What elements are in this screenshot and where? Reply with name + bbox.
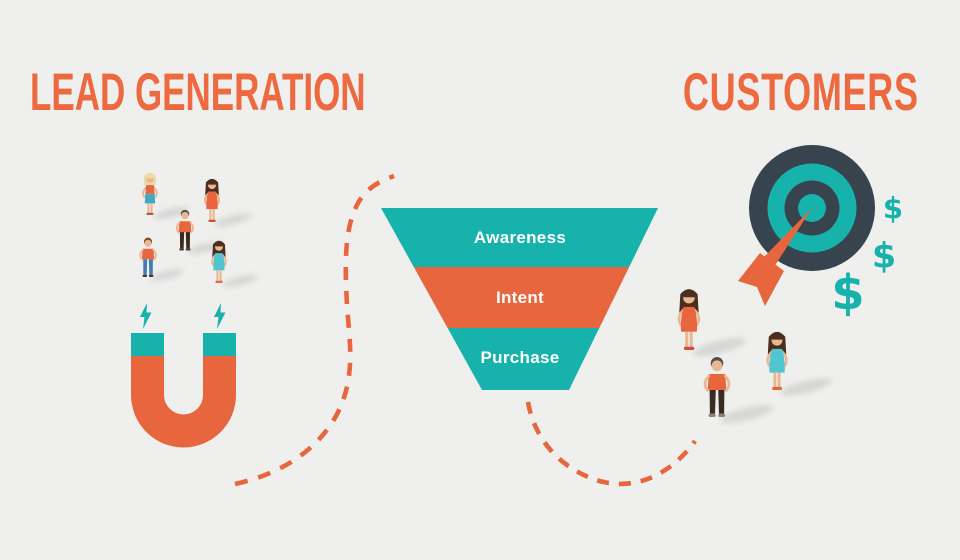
- person-shadow: [720, 405, 774, 423]
- person-shadow: [222, 275, 258, 287]
- dollar-icon-medium: $: [871, 236, 897, 277]
- lead-person-woman-teal-dress: [211, 239, 227, 284]
- person-shadow: [153, 207, 189, 219]
- lead-generation-title: LEAD GENERATION: [30, 63, 366, 122]
- customer-person-man-dark-pants: [703, 355, 731, 419]
- magnet-tip-right: [203, 333, 236, 356]
- dashed-flow-line-left: [234, 173, 395, 487]
- dollar-icon-large: $: [831, 265, 865, 321]
- funnel-label-awareness: Awareness: [473, 228, 567, 247]
- lightning-icon-left: [140, 303, 152, 329]
- person-shadow: [692, 338, 746, 356]
- dollar-icon-small: $: [882, 191, 904, 226]
- person-shadow: [150, 269, 184, 281]
- funnel-label-intent: Intent: [495, 288, 545, 307]
- funnel-icon: [381, 208, 658, 390]
- customer-person-woman-teal-dress: [766, 330, 788, 392]
- magnet-icon: [131, 303, 236, 448]
- person-shadow: [780, 378, 832, 396]
- funnel-stage-purchase: [447, 328, 600, 390]
- target-icon: [738, 145, 875, 306]
- funnel-stage-awareness: [381, 208, 658, 267]
- people-shadows: [150, 207, 832, 423]
- customer-person-woman-orange-dress: [677, 287, 701, 352]
- lead-person-woman-orange-dress: [204, 177, 220, 223]
- dart-fletching: [738, 253, 784, 306]
- customers-title: CUSTOMERS: [683, 63, 919, 122]
- magnet-tip-left: [131, 333, 164, 356]
- lead-person-man-jeans: [139, 236, 157, 278]
- lead-person-man-dark-pants: [175, 208, 195, 252]
- lead-person-blonde-woman: [142, 171, 158, 216]
- lead-people-group: [139, 171, 227, 284]
- dart-icon: [738, 208, 812, 306]
- person-shadow: [214, 213, 252, 227]
- funnel-stage-intent: [413, 267, 630, 328]
- dashed-flow-line-right: [525, 401, 697, 487]
- lightning-icon-right: [214, 303, 226, 329]
- dart-shaft: [763, 208, 812, 267]
- magnet-body: [131, 333, 236, 448]
- funnel-label-purchase: Purchase: [480, 348, 560, 367]
